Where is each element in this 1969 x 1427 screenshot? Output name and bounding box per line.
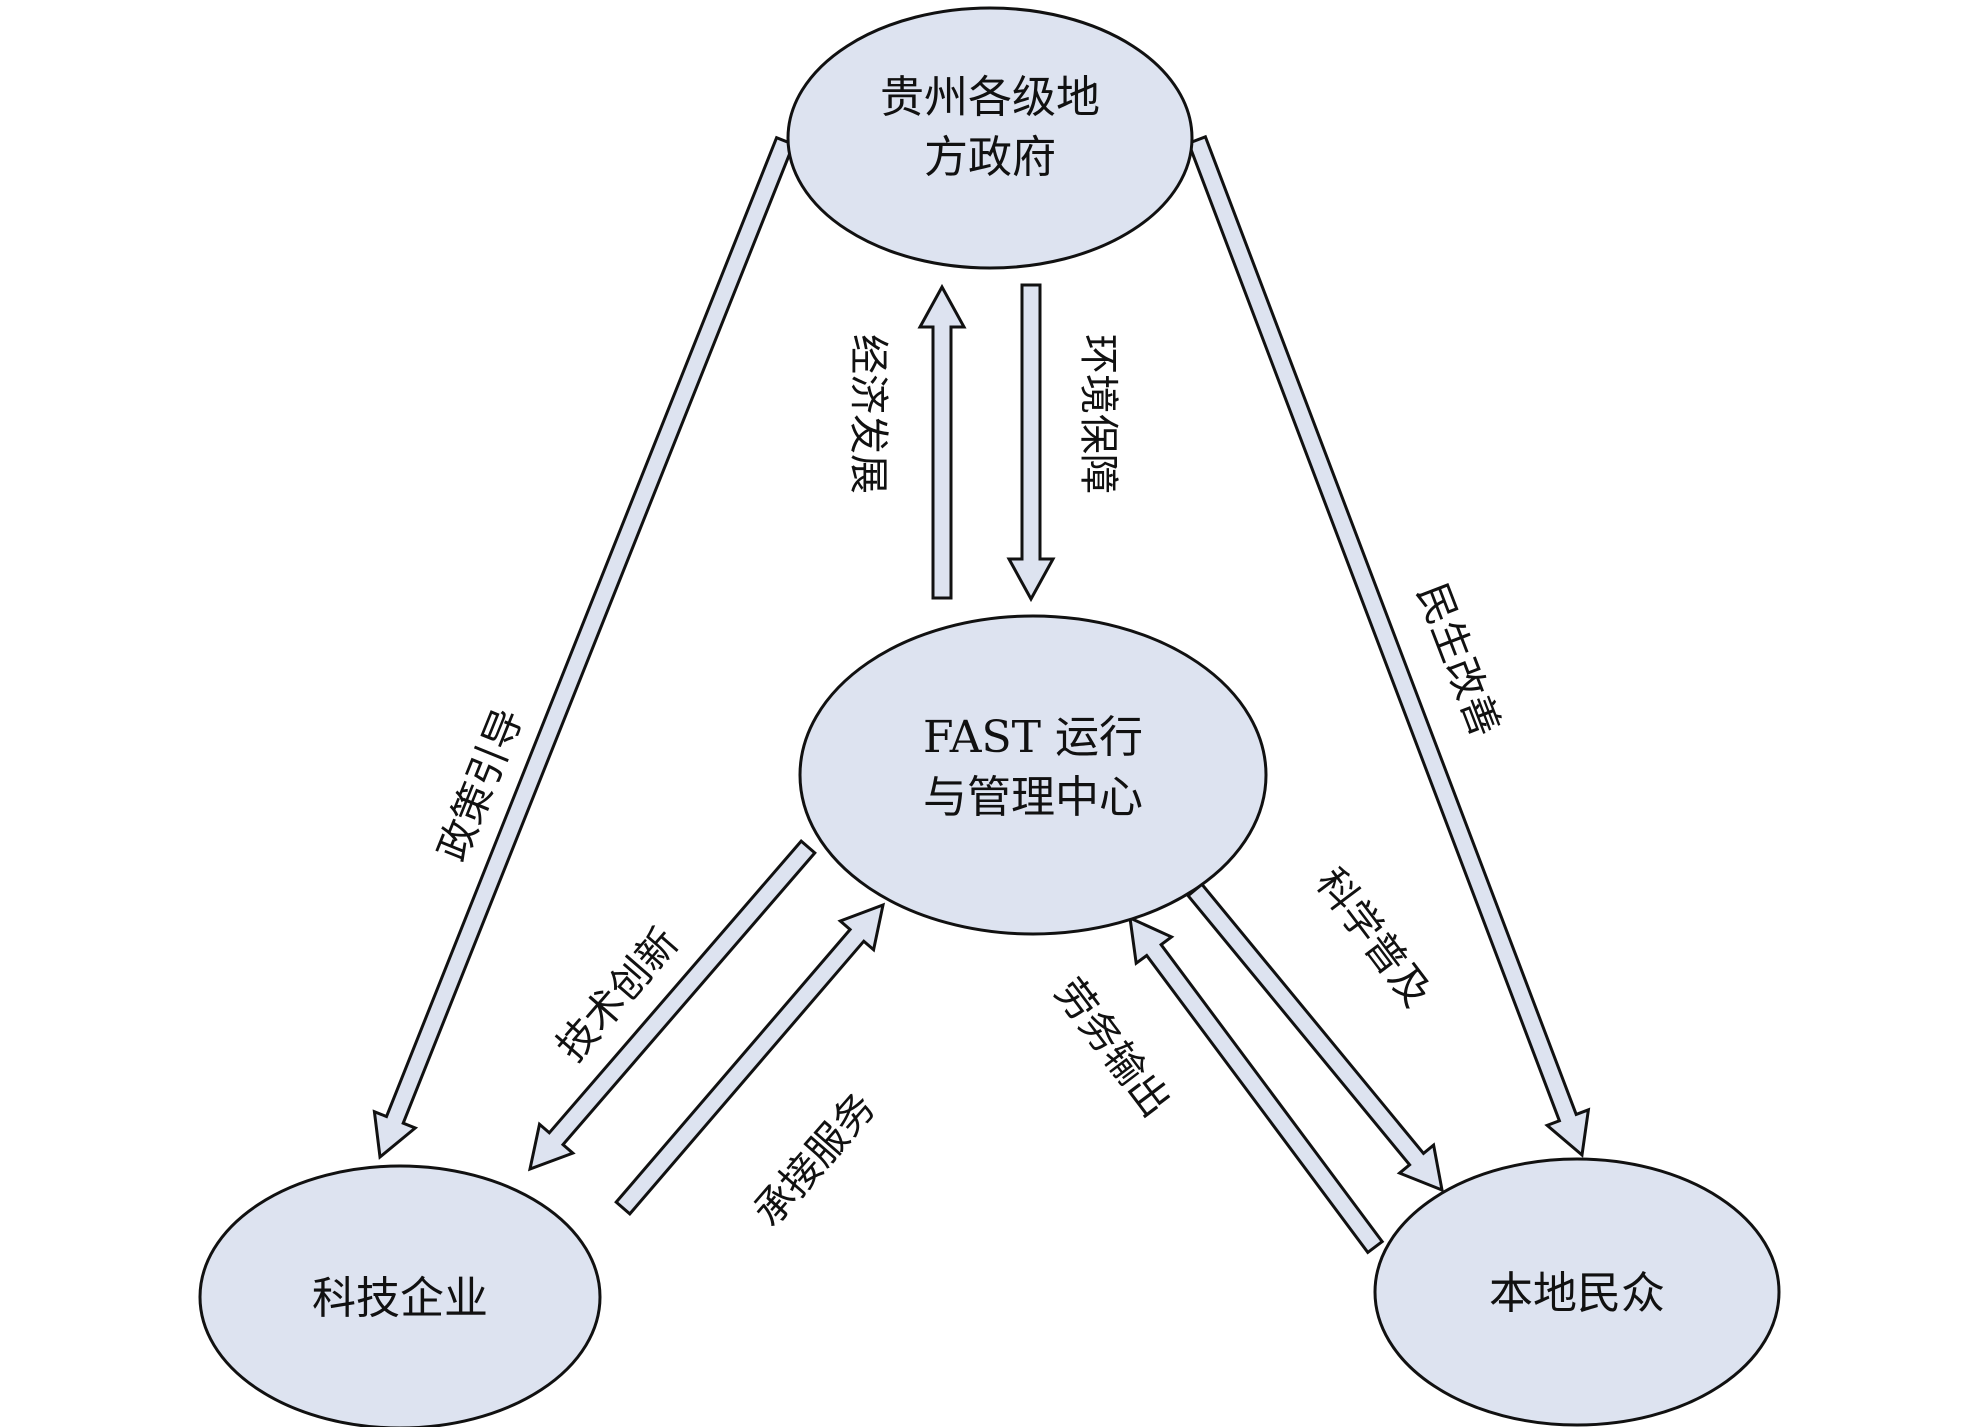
edge-label-policy-guidance: 政策引导 [430, 702, 533, 868]
fast-center-label-line2: 与管理中心 [923, 772, 1143, 823]
arrow-government-to-local-residents [1186, 134, 1591, 1158]
arrow-government-to-center [1006, 283, 1056, 603]
node-fast-center: FAST 运行 与管理中心 [798, 614, 1268, 936]
arrow-center-to-tech-enterprises [527, 838, 817, 1172]
arrow-layer [372, 134, 1591, 1255]
arrow-government-to-tech-enterprises [372, 135, 796, 1160]
edge-label-science-popularization: 科学普及 [1306, 860, 1439, 1015]
node-local-residents: 本地民众 [1373, 1157, 1781, 1427]
arrow-center-to-local-residents [1185, 882, 1444, 1193]
edge-label-labor-export: 劳务输出 [1045, 970, 1178, 1125]
edge-label-economic-development: 经济发展 [845, 334, 891, 494]
fast-center-label-line1: FAST 运行 [923, 712, 1143, 763]
government-ellipse [786, 6, 1194, 270]
fast-center-ellipse [798, 614, 1268, 936]
edge-label-environment-guarantee: 环境保障 [1075, 334, 1121, 494]
government-label-line2: 方政府 [924, 132, 1056, 183]
tech-enterprises-label: 科技企业 [312, 1273, 488, 1324]
local-residents-label: 本地民众 [1489, 1268, 1665, 1319]
arrow-local-residents-to-center [1128, 915, 1385, 1255]
node-government: 贵州各级地 方政府 [786, 6, 1194, 270]
local-residents-ellipse [1373, 1157, 1781, 1427]
arrow-center-to-government [917, 283, 967, 600]
tech-enterprises-ellipse [198, 1164, 602, 1427]
node-tech-enterprises: 科技企业 [198, 1164, 602, 1427]
government-label-line1: 贵州各级地 [880, 72, 1100, 123]
arrow-tech-enterprises-to-center [614, 902, 886, 1217]
edge-label-undertaking-services: 承接服务 [745, 1085, 885, 1236]
